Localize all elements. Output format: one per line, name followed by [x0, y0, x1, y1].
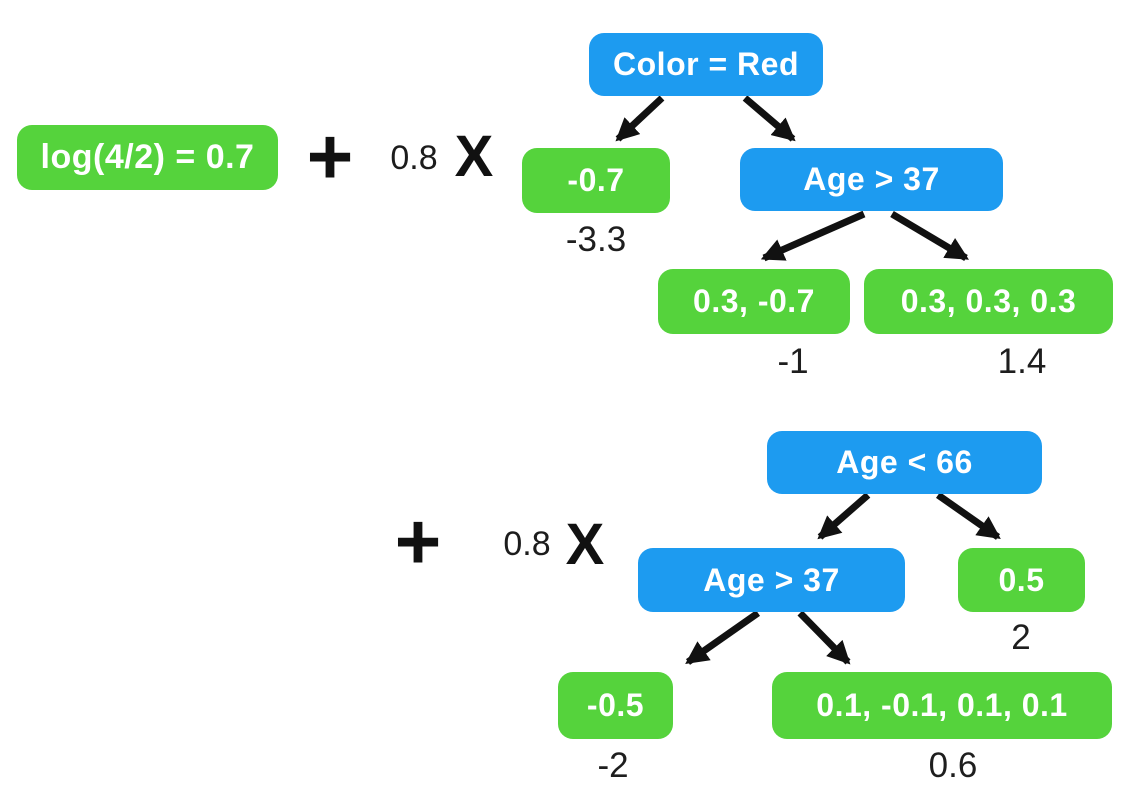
tree2-right-leaf: 0.5	[958, 548, 1085, 612]
edge-tree2-root-left-icon	[817, 492, 871, 540]
tree2-left-right-leaf-output: 0.6	[928, 746, 978, 785]
learning-rate-row1: 0.8	[390, 138, 438, 177]
edge-tree1-root-right-icon	[742, 95, 796, 142]
tree1-right-left-leaf-output: -1	[777, 342, 809, 381]
tree2-left-node: Age > 37	[638, 548, 905, 612]
tree1-left-leaf-output: -3.3	[565, 220, 627, 259]
edge-tree1-root-left-icon	[615, 95, 665, 142]
tree2-right-leaf-output: 2	[1011, 618, 1031, 657]
initial-prediction-box: log(4/2) = 0.7	[17, 125, 278, 190]
tree1-right-right-leaf: 0.3, 0.3, 0.3	[864, 269, 1113, 334]
tree1-right-left-leaf: 0.3, -0.7	[658, 269, 850, 334]
times-operator-row2: X	[565, 511, 605, 577]
times-operator-row1: X	[454, 123, 494, 189]
plus-operator-row2: +	[394, 497, 442, 586]
plus-operator-row1: +	[306, 112, 354, 201]
edge-tree2-node-right-icon	[797, 610, 851, 665]
tree1-right-node: Age > 37	[740, 148, 1003, 211]
tree1-root-node: Color = Red	[589, 33, 823, 96]
tree2-left-right-leaf: 0.1, -0.1, 0.1, 0.1	[772, 672, 1112, 739]
tree2-left-left-leaf-output: -2	[597, 746, 629, 785]
edge-tree1-node-left-icon	[760, 210, 866, 262]
tree1-right-right-leaf-output: 1.4	[997, 342, 1047, 381]
tree1-left-leaf: -0.7	[522, 148, 670, 213]
edge-tree2-node-left-icon	[685, 610, 761, 665]
edge-tree2-root-right-icon	[935, 492, 1001, 540]
tree2-left-left-leaf: -0.5	[558, 672, 673, 739]
learning-rate-row2: 0.8	[503, 524, 551, 563]
edge-tree1-node-right-icon	[890, 210, 969, 262]
tree2-root-node: Age < 66	[767, 431, 1042, 494]
